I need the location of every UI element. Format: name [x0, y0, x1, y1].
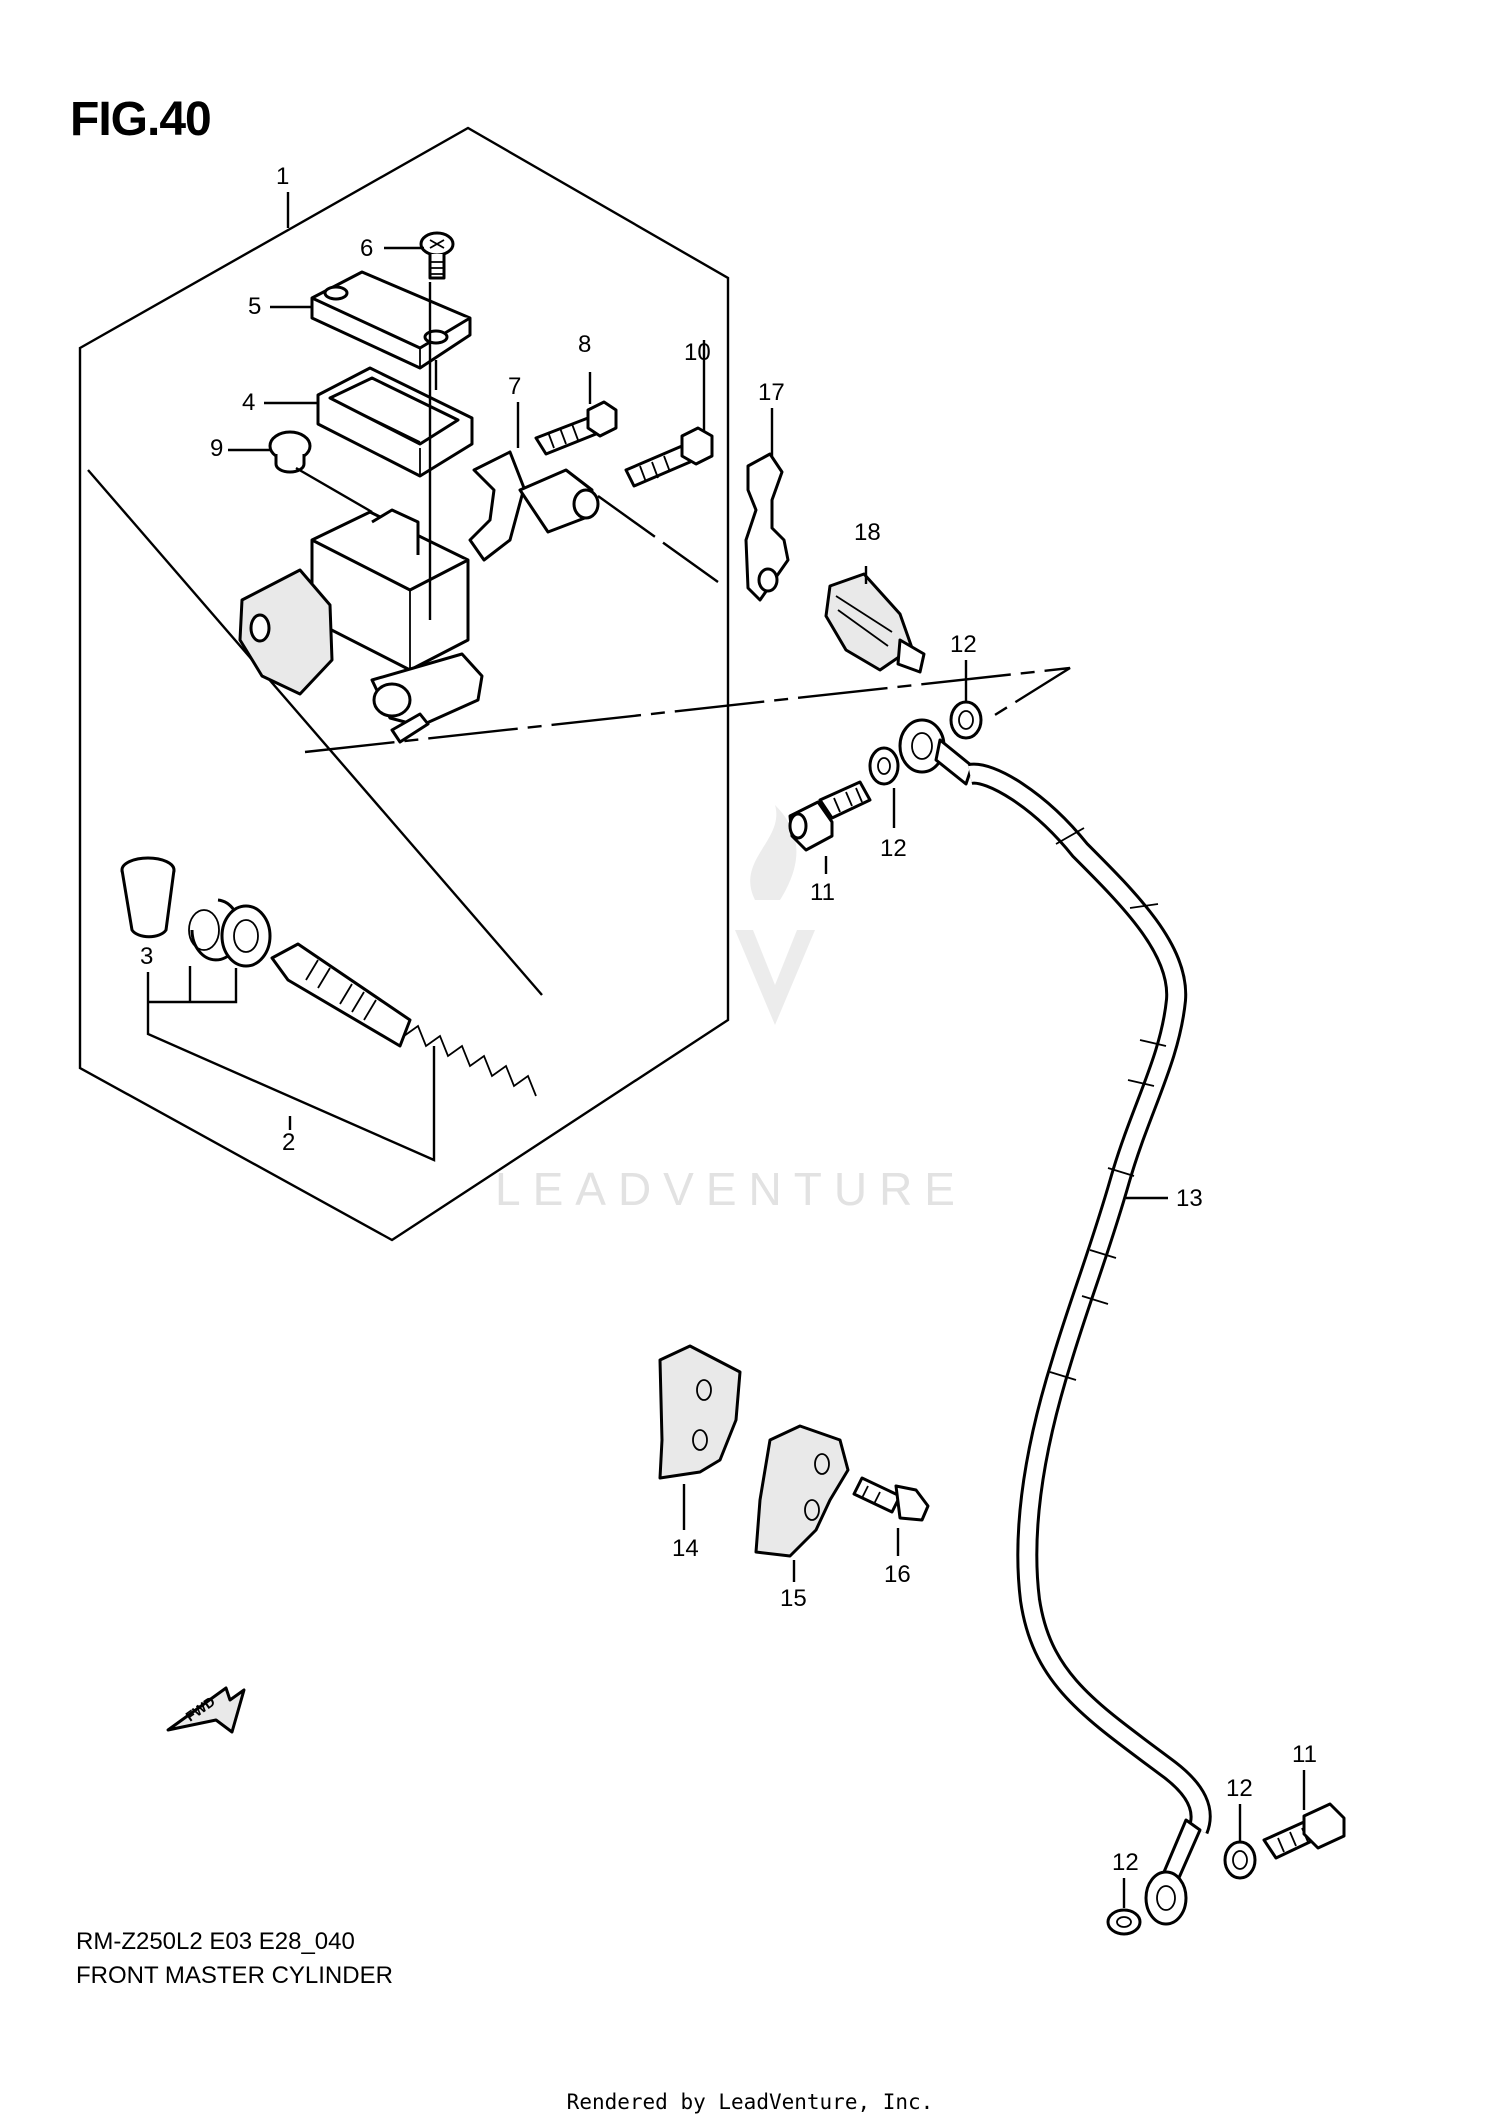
part-10-bolt	[624, 426, 714, 488]
watermark-text: LEADVENTURE	[495, 1163, 967, 1215]
figure-title: FIG.40	[70, 93, 212, 146]
part-6-screw	[419, 231, 455, 280]
callout-12-upper-left: 12	[880, 835, 907, 862]
callout-labels: 1 2 3 4 5 6 7 8 9 10 11 11 12 12 12 12 1…	[140, 163, 1317, 1876]
callout-16: 16	[884, 1561, 911, 1588]
part-11-bolt-upper	[788, 780, 872, 852]
part-14-clamp	[658, 1344, 742, 1480]
callout-leaders	[146, 192, 868, 1162]
part-15-clamp	[754, 1424, 850, 1558]
callout-12-upper-right: 12	[950, 631, 977, 658]
piston	[270, 942, 412, 1048]
callout-14: 14	[672, 1535, 699, 1562]
alignment-line-lever	[304, 666, 1071, 754]
callout-13: 13	[1176, 1185, 1203, 1212]
callout-11-upper: 11	[810, 879, 835, 906]
hose-banjo-upper	[898, 718, 974, 786]
master-cylinder-body	[238, 508, 484, 744]
callout-9: 9	[210, 435, 223, 462]
part-3-boot	[120, 856, 176, 939]
part-13-brake-hose	[967, 762, 1212, 1835]
part-9-cap	[268, 430, 312, 474]
part-16-bolt	[852, 1476, 930, 1522]
part-18-switch	[824, 572, 926, 674]
part-leaders-right	[682, 660, 1306, 1908]
hose-banjo-lower	[1144, 1818, 1202, 1926]
part-4-diaphragm	[316, 366, 474, 478]
callout-2: 2	[282, 1129, 295, 1156]
part-7-holder	[468, 450, 600, 562]
part-12-washer-upper-left	[868, 746, 900, 786]
callout-12-lower-right: 12	[1226, 1775, 1253, 1802]
callout-5: 5	[248, 293, 261, 320]
assembly-outline-diagonal	[87, 469, 543, 996]
render-credit: Rendered by LeadVenture, Inc.	[566, 2090, 934, 2114]
callout-1: 1	[276, 163, 289, 190]
callout-6: 6	[360, 235, 373, 262]
callout-10: 10	[684, 339, 711, 366]
part-5-cap	[310, 270, 472, 370]
watermark-logo	[735, 805, 815, 1025]
callout-18: 18	[854, 519, 881, 546]
callout-4: 4	[242, 389, 255, 416]
piston-spring	[403, 1024, 537, 1097]
callout-15: 15	[780, 1585, 807, 1612]
part-17-lever	[744, 452, 790, 602]
callout-8: 8	[578, 331, 591, 358]
alignment-line-pivot	[597, 495, 719, 583]
diagram-caption: FRONT MASTER CYLINDER	[76, 1962, 393, 1989]
watermark: LEADVENTURE	[495, 805, 967, 1215]
part-11-bolt-lower	[1262, 1802, 1346, 1860]
part-12-washer-lower-left	[1106, 1908, 1142, 1936]
callout-7: 7	[508, 373, 521, 400]
part-8-bolt	[534, 400, 618, 456]
part-12-washer-lower-right	[1223, 1840, 1257, 1880]
seal-washer	[220, 904, 272, 968]
fwd-direction-marker: FWD	[166, 1686, 246, 1734]
assembly-outline	[78, 126, 730, 1242]
callout-11-lower: 11	[1292, 1741, 1317, 1768]
callout-12-lower-left: 12	[1112, 1849, 1139, 1876]
callout-3: 3	[140, 943, 153, 970]
callout-17: 17	[758, 379, 785, 406]
part-12-washer-upper-right	[949, 700, 983, 740]
model-code: RM-Z250L2 E03 E28_040	[76, 1928, 355, 1955]
